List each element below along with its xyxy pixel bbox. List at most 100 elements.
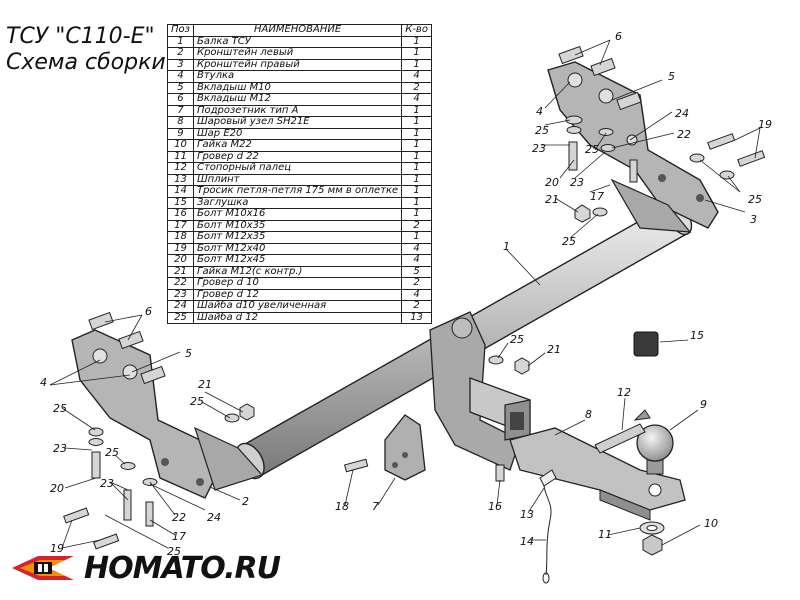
callout-20: 20 [545,176,559,189]
cell-name: Гайка М22 [192,139,403,152]
cell-qty: 1 [401,127,432,140]
cell-qty: 1 [401,231,432,244]
callout-14: 14 [520,535,534,548]
tow-ball-part [636,424,674,475]
callout-4: 4 [536,105,543,118]
callout-10: 10 [704,517,718,530]
callout-3: 3 [750,213,757,226]
cell-name: Шайба d 12 [192,311,403,324]
cell-name: Тросик петля-петля 175 мм в оплетке [192,185,403,198]
callout-2: 2 [242,495,249,508]
cell-name: Балка ТСУ [192,35,403,48]
cell-qty: 1 [401,185,432,198]
callout-24: 24 [675,107,689,120]
callout-4: 4 [40,376,47,389]
callout-8: 8 [585,408,592,421]
fasteners [63,115,766,550]
cell-qty: 4 [401,93,432,106]
callout-25: 25 [562,235,576,248]
logo-text: HOMATO.RU [84,550,281,586]
cell-pos: 25 [167,311,194,324]
cell-qty: 4 [401,242,432,255]
logo-emblem-icon [12,556,74,580]
callout-22: 22 [677,128,691,141]
callout-25: 25 [510,333,524,346]
callout-25: 25 [105,446,119,459]
cell-name: Болт М12х40 [192,242,403,255]
socket-bracket-part [384,414,426,481]
callout-11: 11 [598,528,612,541]
leader-lines [49,39,761,549]
callout-6: 6 [145,305,152,318]
cell-pos: 11 [167,150,194,163]
callout-19: 19 [50,542,64,555]
cell-pos: 14 [167,185,194,198]
cell-name: Болт М10х16 [192,208,403,221]
cell-name: Гровер d 22 [192,150,403,163]
callout-25: 25 [585,143,599,156]
callout-22: 22 [172,511,186,524]
drawing-title: ТСУ "С110-Е" Схема сборки [6,24,166,76]
callout-23: 23 [53,442,67,455]
callout-23: 23 [570,176,584,189]
callout-12: 12 [617,386,631,399]
cell-name: Кронштейн левый [192,47,403,60]
cell-pos: 13 [167,173,194,186]
callout-5: 5 [185,347,192,360]
cell-qty: 1 [401,173,432,186]
cell-name: Шплинт [192,173,403,186]
callout-16: 16 [488,500,502,513]
cell-qty: 1 [401,139,432,152]
callout-25: 25 [190,395,204,408]
callout-1: 1 [503,240,510,253]
callout-23: 23 [532,142,546,155]
callout-23: 23 [100,477,114,490]
cell-name: Болт М10х35 [192,219,403,232]
right-bracket-part [547,45,719,233]
callouts: 6 5 4 24 25 22 23 25 20 23 17 21 25 19 2… [40,30,772,558]
callout-21: 21 [547,343,561,356]
callout-15: 15 [690,329,704,342]
cell-qty: 1 [401,162,432,175]
left-bracket-part [71,311,264,499]
cell-name: Шар Е20 [192,127,403,140]
callout-18: 18 [335,500,349,513]
callout-9: 9 [700,398,707,411]
callout-25: 25 [748,193,762,206]
cell-qty: 1 [401,196,432,209]
receiver-assembly [429,311,531,471]
cell-qty: 13 [401,311,432,324]
cell-qty: 2 [401,219,432,232]
cell-qty: 1 [401,47,432,60]
callout-17: 17 [172,530,186,543]
callout-7: 7 [372,500,379,513]
homato-logo: HOMATO.RU [8,548,281,588]
title-line-1: ТСУ "С110-Е" [6,24,155,49]
callout-25: 25 [167,545,181,558]
washer-11-part [639,521,665,535]
cell-qty: 1 [401,208,432,221]
header-name: НАИМЕНОВАНИЕ [192,24,403,37]
callout-5: 5 [668,70,675,83]
callout-24: 24 [207,511,221,524]
header-qty: К-во [401,24,432,37]
title-line-2: Схема сборки [6,50,166,75]
callout-25: 25 [53,402,67,415]
callout-20: 20 [50,482,64,495]
